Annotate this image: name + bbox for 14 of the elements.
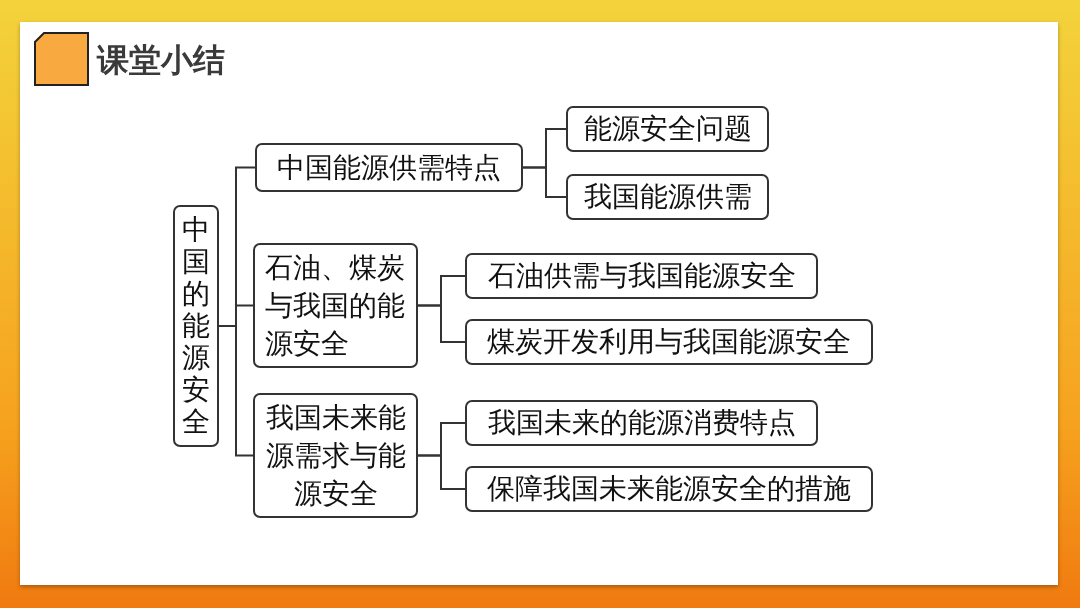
topic-box: 中国的能源安全 (173, 205, 219, 447)
connector-line (417, 304, 466, 343)
topic-box: 中国能源供需特点 (255, 143, 523, 192)
topic-box: 我国能源供需 (566, 174, 769, 220)
topic-box: 能源安全问题 (566, 106, 769, 152)
topic-box: 煤炭开发利用与我国能源安全 (465, 319, 873, 365)
heading: 课堂小结 (97, 40, 225, 81)
topic-box: 石油、煤炭与我国的能源安全 (253, 243, 418, 368)
topic-box: 保障我国未来能源安全的措施 (465, 466, 873, 512)
connector-line (417, 454, 466, 490)
connector-line (522, 166, 567, 198)
topic-box: 石油供需与我国能源安全 (465, 253, 818, 299)
topic-box: 我国未来能源需求与能源安全 (253, 393, 418, 518)
topic-box: 我国未来的能源消费特点 (465, 400, 818, 446)
